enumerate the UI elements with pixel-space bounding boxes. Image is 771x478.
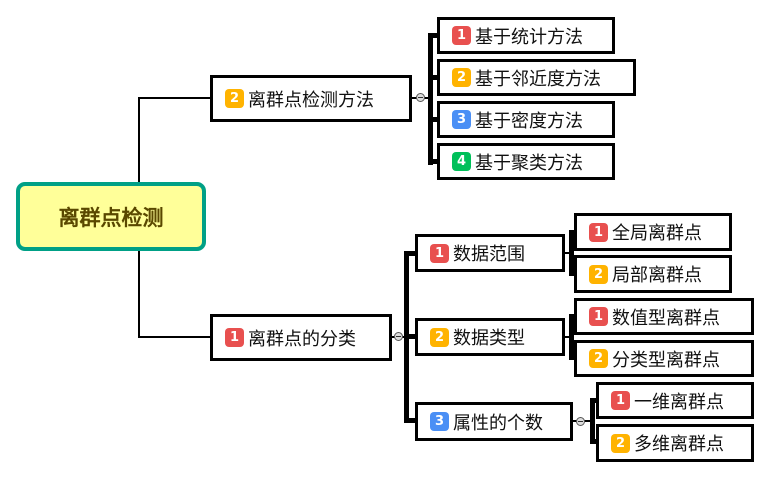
node-label: 基于密度方法: [475, 110, 583, 132]
priority-badge: 1: [589, 222, 608, 242]
connector: [404, 334, 416, 339]
bracket: [590, 398, 595, 443]
node-label: 数据范围: [453, 244, 525, 265]
connector: [569, 271, 575, 276]
priority-badge: 2: [589, 349, 608, 368]
node-label: 数据类型: [453, 328, 525, 349]
connector: [404, 251, 416, 256]
node-label: 基于统计方法: [475, 26, 583, 48]
priority-badge: 1: [225, 328, 244, 347]
node-label: 基于邻近度方法: [475, 68, 601, 90]
connector: [428, 75, 438, 80]
connector: [138, 97, 210, 99]
priority-badge: 2: [430, 327, 449, 347]
priority-badge: 1: [611, 391, 630, 410]
node-label: 分类型离群点: [612, 349, 720, 371]
node-label: 离群点检测方法: [248, 89, 374, 111]
connector: [138, 336, 210, 338]
collapse-toggle[interactable]: [416, 93, 425, 102]
priority-badge: 1: [430, 243, 449, 263]
connector: [138, 97, 140, 182]
priority-badge: 2: [225, 89, 244, 108]
collapse-toggle[interactable]: [576, 417, 585, 426]
bracket: [569, 314, 574, 359]
root-node[interactable]: 离群点检测: [16, 182, 206, 251]
priority-badge: 2: [452, 68, 471, 87]
priority-badge: 3: [430, 412, 449, 431]
connector: [428, 33, 438, 38]
node-label: 基于聚类方法: [475, 152, 583, 174]
connector: [590, 398, 597, 403]
node-label: 多维离群点: [634, 434, 724, 455]
connector: [569, 230, 575, 235]
connector: [590, 439, 597, 444]
connector: [138, 251, 140, 338]
collapse-toggle[interactable]: [394, 332, 403, 341]
connector: [569, 355, 575, 360]
bracket: [569, 230, 574, 275]
connector: [569, 314, 575, 319]
connector: [428, 159, 438, 164]
connector: [428, 117, 438, 122]
connector: [404, 418, 416, 423]
priority-badge: 1: [452, 26, 471, 45]
priority-badge: 3: [452, 110, 471, 129]
node-label: 数值型离群点: [612, 307, 720, 329]
root-label: 离群点检测: [58, 205, 164, 230]
bracket: [428, 33, 433, 165]
node-label: 离群点的分类: [248, 328, 356, 350]
node-label: 一维离群点: [634, 391, 724, 413]
priority-badge: 4: [452, 152, 471, 171]
node-label: 属性的个数: [453, 412, 543, 434]
node-label: 局部离群点: [612, 265, 702, 286]
priority-badge: 2: [611, 433, 630, 453]
node-label: 全局离群点: [612, 223, 702, 244]
priority-badge: 2: [589, 264, 608, 284]
priority-badge: 1: [589, 307, 608, 326]
